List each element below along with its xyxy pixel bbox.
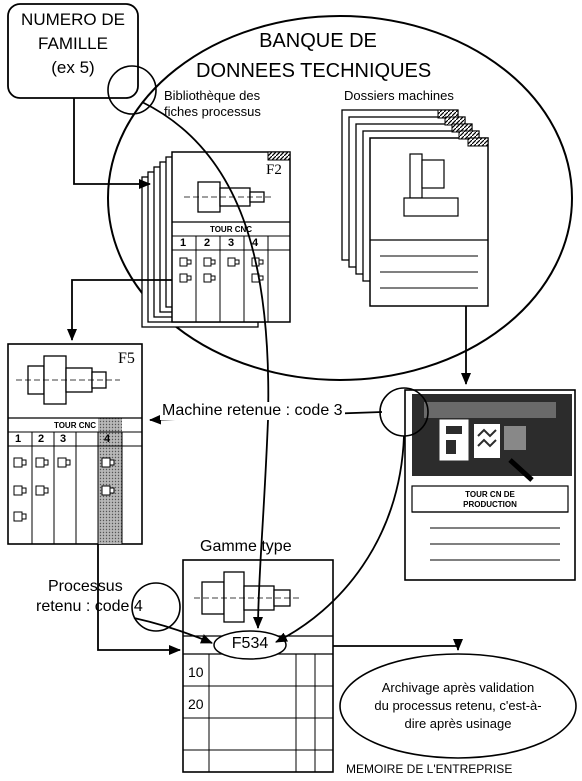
gamme-row-20: 20 bbox=[188, 696, 204, 712]
family-box-line3: (ex 5) bbox=[51, 58, 95, 77]
connector-lines bbox=[67, 98, 471, 655]
database-title-line1: BANQUE DE bbox=[259, 30, 377, 52]
database-title-line2: DONNEES TECHNIQUES bbox=[196, 60, 432, 82]
family-box-line1: NUMERO DE bbox=[21, 10, 125, 29]
process-retained-line1: Processus bbox=[48, 578, 123, 595]
process-library-label-line1: Bibliothèque des bbox=[164, 88, 261, 103]
process-code-circle bbox=[131, 582, 181, 632]
selected-sheet-code: F5 bbox=[118, 350, 135, 367]
gamme-title: Gamme type bbox=[200, 538, 292, 555]
selected-process-sheet bbox=[7, 343, 143, 545]
footer-label: MEMOIRE DE L'ENTREPRISE bbox=[346, 762, 513, 776]
machine-files-stack bbox=[341, 109, 489, 307]
machine-retained-label: Machine retenue : code 3 bbox=[160, 402, 345, 420]
process-retained-line2: retenu : code 4 bbox=[36, 598, 143, 615]
selected-sheet-table-title: TOUR CNC bbox=[53, 421, 97, 430]
process-sheets-stack bbox=[141, 151, 291, 328]
process-library-table-title: TOUR CNC bbox=[209, 225, 253, 234]
library-col-2: 2 bbox=[204, 237, 211, 249]
gamme-type-sheet bbox=[182, 559, 334, 773]
library-col-1: 1 bbox=[180, 237, 187, 249]
machine-files-label: Dossiers machines bbox=[344, 88, 454, 103]
production-machine-label-line1: TOUR CN DE bbox=[465, 490, 515, 499]
selected-col-3: 3 bbox=[60, 433, 67, 445]
archive-line1: Archivage après validation bbox=[381, 680, 535, 695]
archive-line3: dire après usinage bbox=[404, 716, 512, 731]
gamme-row-10: 10 bbox=[188, 664, 204, 680]
process-library-label-line2: fiches processus bbox=[164, 104, 261, 119]
production-machine-card bbox=[404, 389, 576, 581]
production-machine-label-line2: PRODUCTION bbox=[463, 500, 517, 509]
archive-ellipse bbox=[339, 653, 577, 759]
family-circle bbox=[107, 65, 157, 115]
process-sheet-code: F2 bbox=[266, 162, 282, 178]
library-col-4: 4 bbox=[252, 237, 259, 249]
family-number-box bbox=[7, 3, 139, 99]
selected-col-1: 1 bbox=[15, 433, 22, 445]
selected-col-2: 2 bbox=[38, 433, 45, 445]
gamme-code: F534 bbox=[231, 635, 269, 652]
archive-line2: du processus retenu, c'est-à- bbox=[374, 698, 542, 713]
family-box-line2: FAMILLE bbox=[38, 34, 108, 53]
selected-col-4: 4 bbox=[104, 433, 111, 445]
library-col-3: 3 bbox=[228, 237, 235, 249]
